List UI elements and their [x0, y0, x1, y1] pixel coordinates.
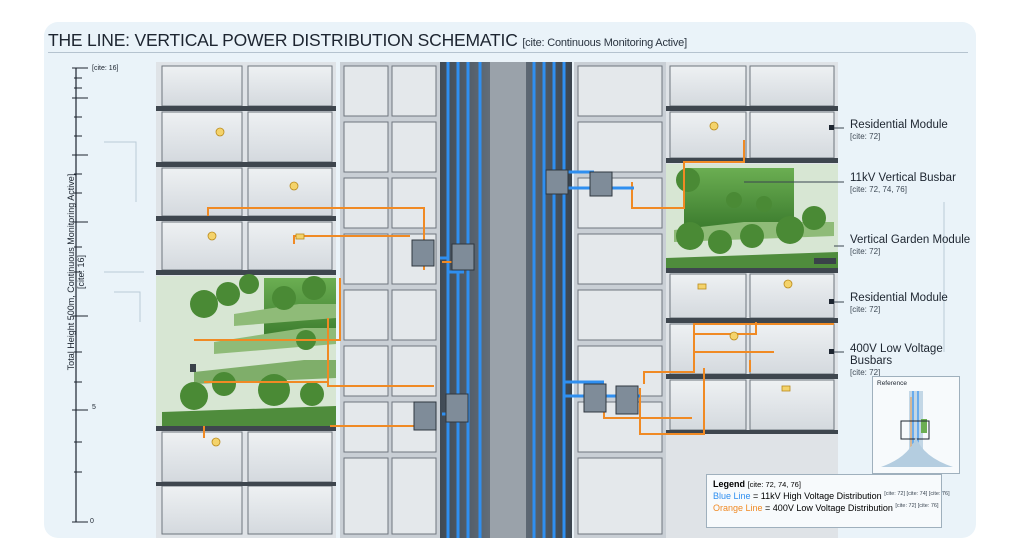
legend-title-cite: [cite: 72, 74, 76] — [747, 480, 801, 489]
scale-tick-label: 5 — [92, 404, 96, 411]
height-scale — [72, 67, 945, 523]
legend-blue-row: Blue Line = 11kV High Voltage Distributi… — [713, 491, 950, 501]
legend: Legend [cite: 72, 74, 76] Blue Line = 11… — [706, 474, 950, 528]
callout-residential-lower: Residential Module[cite: 72] — [850, 292, 948, 314]
reference-tower-icon — [881, 391, 953, 467]
legend-title: Legend — [713, 479, 746, 489]
scale-zero-label: 0 — [90, 518, 94, 525]
reference-thumbnail: Reference — [872, 376, 960, 474]
left-residential-rooms — [161, 65, 333, 535]
right-garden-module — [666, 164, 838, 268]
callout-residential-upper: Residential Module[cite: 72] — [850, 119, 948, 141]
callout-lv-busbars: 400V Low Voltage Busbars[cite: 72] — [850, 343, 943, 377]
title-text: THE LINE: VERTICAL POWER DISTRIBUTION SC… — [48, 30, 518, 50]
right-residential-rooms — [669, 65, 835, 431]
building-cutaway — [156, 62, 844, 538]
hv-busbars-center — [446, 62, 566, 538]
callout-garden-module: Vertical Garden Module[cite: 72] — [850, 234, 971, 256]
title-divider — [48, 52, 968, 53]
legend-orange-row: Orange Line = 400V Low Voltage Distribut… — [713, 503, 939, 513]
page-title: THE LINE: VERTICAL POWER DISTRIBUTION SC… — [48, 30, 687, 51]
lv-distribution-lines — [194, 140, 834, 438]
left-garden-module — [156, 274, 336, 426]
scale-top-cite: [cite: 16] — [92, 65, 119, 72]
diagram-panel: THE LINE: VERTICAL POWER DISTRIBUTION SC… — [44, 22, 976, 538]
lamp-icons — [207, 121, 793, 447]
transformers — [411, 169, 639, 431]
callout-hv-busbar: 11kV Vertical Busbar[cite: 72, 74, 76] — [850, 172, 956, 194]
title-cite: [cite: Continuous Monitoring Active] — [522, 37, 687, 49]
reference-label: Reference — [877, 380, 907, 387]
